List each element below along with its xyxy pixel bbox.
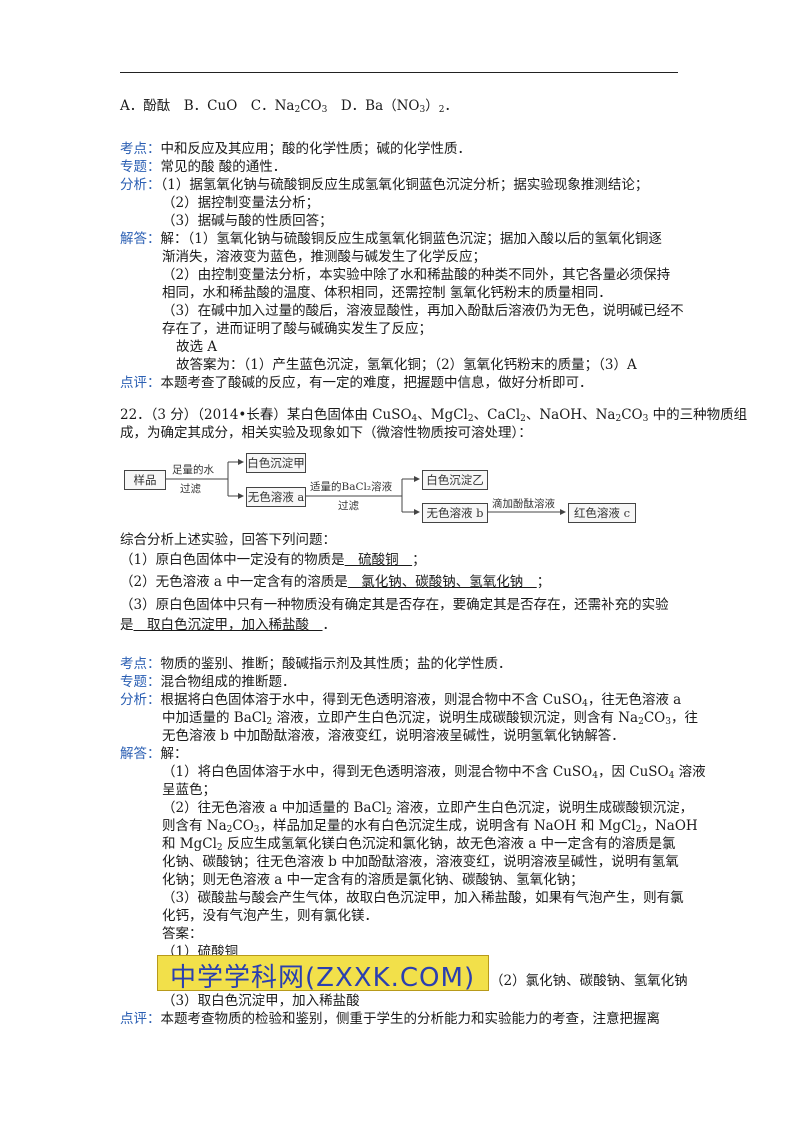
q21-options: A．酚酞 B．CuO C．Na2CO3 D．Ba（NO3）2． xyxy=(120,98,458,115)
q21-dianping: 点评：本题考查了酸碱的反应，有一定的难度，把握题中信息，做好分析即可． xyxy=(120,375,593,391)
q22-answer-2: （2）氯化钠、碳酸钠、氢氧化钠 xyxy=(490,973,688,989)
step3-label: 滴加酚酞溶液 xyxy=(492,498,555,510)
box-solution-c: 红色溶液 c xyxy=(568,503,636,523)
q21-fenxi-3: （3）据碱与酸的性质回答； xyxy=(162,213,333,229)
step1-bottom-label: 过滤 xyxy=(180,483,201,495)
q22-fenxi-3: 无色溶液 b 中加酚酞溶液，溶液变红，说明溶液呈碱性，说明氢氧化钠解答． xyxy=(162,728,625,744)
q21-kaodian: 考点：中和反应及其应用；酸的化学性质；碱的化学性质． xyxy=(120,141,471,157)
box-solution-b: 无色溶液 b xyxy=(422,503,488,523)
header-rule xyxy=(120,72,678,73)
box-precipitate-a: 白色沉淀甲 xyxy=(246,453,306,473)
answer-1: 硫酸铜 xyxy=(344,552,413,568)
q22-jieda-1: （1）将白色固体溶于水中，得到无色透明溶液，则混合物中不含 CuSO4，因 Cu… xyxy=(162,764,706,781)
q22-question-3-line1: （3）原白色固体中只有一种物质没有确定其是否存在，要确定其是否存在，还需补充的实… xyxy=(120,597,669,613)
q22-answer-3: （3）取白色沉淀甲，加入稀盐酸 xyxy=(162,993,360,1009)
q22-jieda-7: 化钠；则无色溶液 a 中一定含有的溶质是氯化钠、碳酸钠、氢氧化钠； xyxy=(162,872,584,888)
answer-3: 取白色沉淀甲，加入稀盐酸 xyxy=(133,617,323,633)
q22-jieda-4: 则含有 Na2CO3，样品加足量的水有白色沉淀生成，说明含有 NaOH 和 Mg… xyxy=(162,818,698,835)
q22-question-1: （1）原白色固体中一定没有的物质是 硫酸铜 ； xyxy=(120,552,426,568)
q22-answer-head: 答案： xyxy=(162,926,203,942)
step2-bottom-label: 过滤 xyxy=(338,500,359,512)
q22-fenxi-2: 中加适量的 BaCl2 溶液，立即产生白色沉淀，说明生成碳酸钡沉淀，则含有 Na… xyxy=(162,710,698,727)
q22-question-2: （2）无色溶液 a 中一定含有的溶质是 氯化钠、碳酸钠、氢氧化钠 ； xyxy=(120,574,551,590)
q21-fenxi-2: （2）据控制变量法分析； xyxy=(162,195,320,211)
q22-kaodian: 考点：物质的鉴别、推断；酸碱指示剂及其性质；盐的化学性质． xyxy=(120,656,512,672)
box-precipitate-b: 白色沉淀乙 xyxy=(422,470,488,490)
step2-top-label: 适量的BaCl₂溶液 xyxy=(310,481,393,493)
step1-top-label: 足量的水 xyxy=(172,464,214,476)
q21-jieda-4: 相同，水和稀盐酸的温度、体积相同，还需控制 氢氧化钙粉末的质量相同． xyxy=(162,285,612,301)
q22-intro: 综合分析上述实验，回答下列问题： xyxy=(120,532,336,548)
q22-jieda-6: 化钠、碳酸钠；往无色溶液 b 中加酚酞溶液，溶液变红，说明溶液呈碱性，说明有氢氧 xyxy=(162,854,679,870)
q22-jieda-5: 和 MgCl2 反应生成氢氧化镁白色沉淀和氯化钠，故无色溶液 a 中一定含有的溶… xyxy=(162,836,676,853)
q21-fenxi-1: 分析：（1）据氢氧化钠与硫酸铜反应生成氢氧化铜蓝色沉淀分析；据实验现象推测结论； xyxy=(120,177,649,193)
q22-jieda-3: （2）往无色溶液 a 中加适量的 BaCl2 溶液，立即产生白色沉淀，说明生成碳… xyxy=(162,800,694,817)
q21-jieda-2: 渐消失，溶液变为蓝色，推测酸与碱发生了化学反应； xyxy=(162,249,486,265)
q22-fenxi-1: 分析：根据将白色固体溶于水中，得到无色透明溶液，则混合物中不含 CuSO4，往无… xyxy=(120,692,682,709)
q21-jieda-7: 故选 A xyxy=(176,339,218,355)
box-sample: 样品 xyxy=(124,470,166,490)
q21-zhuanti: 专题：常见的酸 酸的通性． xyxy=(120,159,287,175)
q21-jieda-3: （2）由控制变量法分析，本实验中除了水和稀盐酸的种类不同外，其它各量必须保持 xyxy=(162,267,671,283)
q21-jieda-5: （3）在碱中加入过量的酸后，溶液显酸性，再加入酚酞后溶液仍为无色，说明碱已经不 xyxy=(162,303,684,319)
q22-jieda-head: 解答：解： xyxy=(120,746,188,762)
q21-jieda-6: 存在了，进而证明了酸与碱确实发生了反应； xyxy=(162,321,432,337)
answer-2: 氯化钠、碳酸钠、氢氧化钠 xyxy=(347,574,537,590)
q22-question-3-line2: 是 取白色沉淀甲，加入稀盐酸 ． xyxy=(120,617,336,633)
q22-stem-1: 22．（3 分）（2014•长春）某白色固体由 CuSO4、MgCl2、CaCl… xyxy=(120,407,748,424)
q22-jieda-9: 化钙，没有气泡产生，则有氯化镁． xyxy=(162,908,378,924)
experiment-flowchart: 样品 足量的水 过滤 白色沉淀甲 无色溶液 a 适量的BaCl₂溶液 过滤 白色… xyxy=(120,452,640,523)
q21-jieda-1: 解答：解：（1）氢氧化钠与硫酸铜反应生成氢氧化铜蓝色沉淀；据加入酸以后的氢氧化铜… xyxy=(120,231,662,247)
q22-zhuanti: 专题：混合物组成的推断题． xyxy=(120,674,296,690)
q21-jieda-8: 故答案为：（1）产生蓝色沉淀，氢氧化铜；（2）氢氧化钙粉末的质量；（3）A xyxy=(176,357,637,373)
box-solution-a: 无色溶液 a xyxy=(246,487,306,507)
flowchart-arrows xyxy=(166,459,566,515)
q22-dianping: 点评：本题考查物质的检验和鉴别，侧重于学生的分析能力和实验能力的考查，注意把握离 xyxy=(120,1011,660,1027)
q22-jieda-2: 呈蓝色； xyxy=(162,782,216,798)
q22-stem-2: 成，为确定其成分，相关实验及现象如下（微溶性物质按可溶处理）： xyxy=(120,425,532,441)
q22-jieda-8: （3）碳酸盐与酸会产生气体，故取白色沉淀甲，加入稀盐酸，如果有气泡产生，则有氯 xyxy=(162,890,684,906)
watermark-logo: 中学学科网(ZXXK.COM) xyxy=(157,955,489,993)
